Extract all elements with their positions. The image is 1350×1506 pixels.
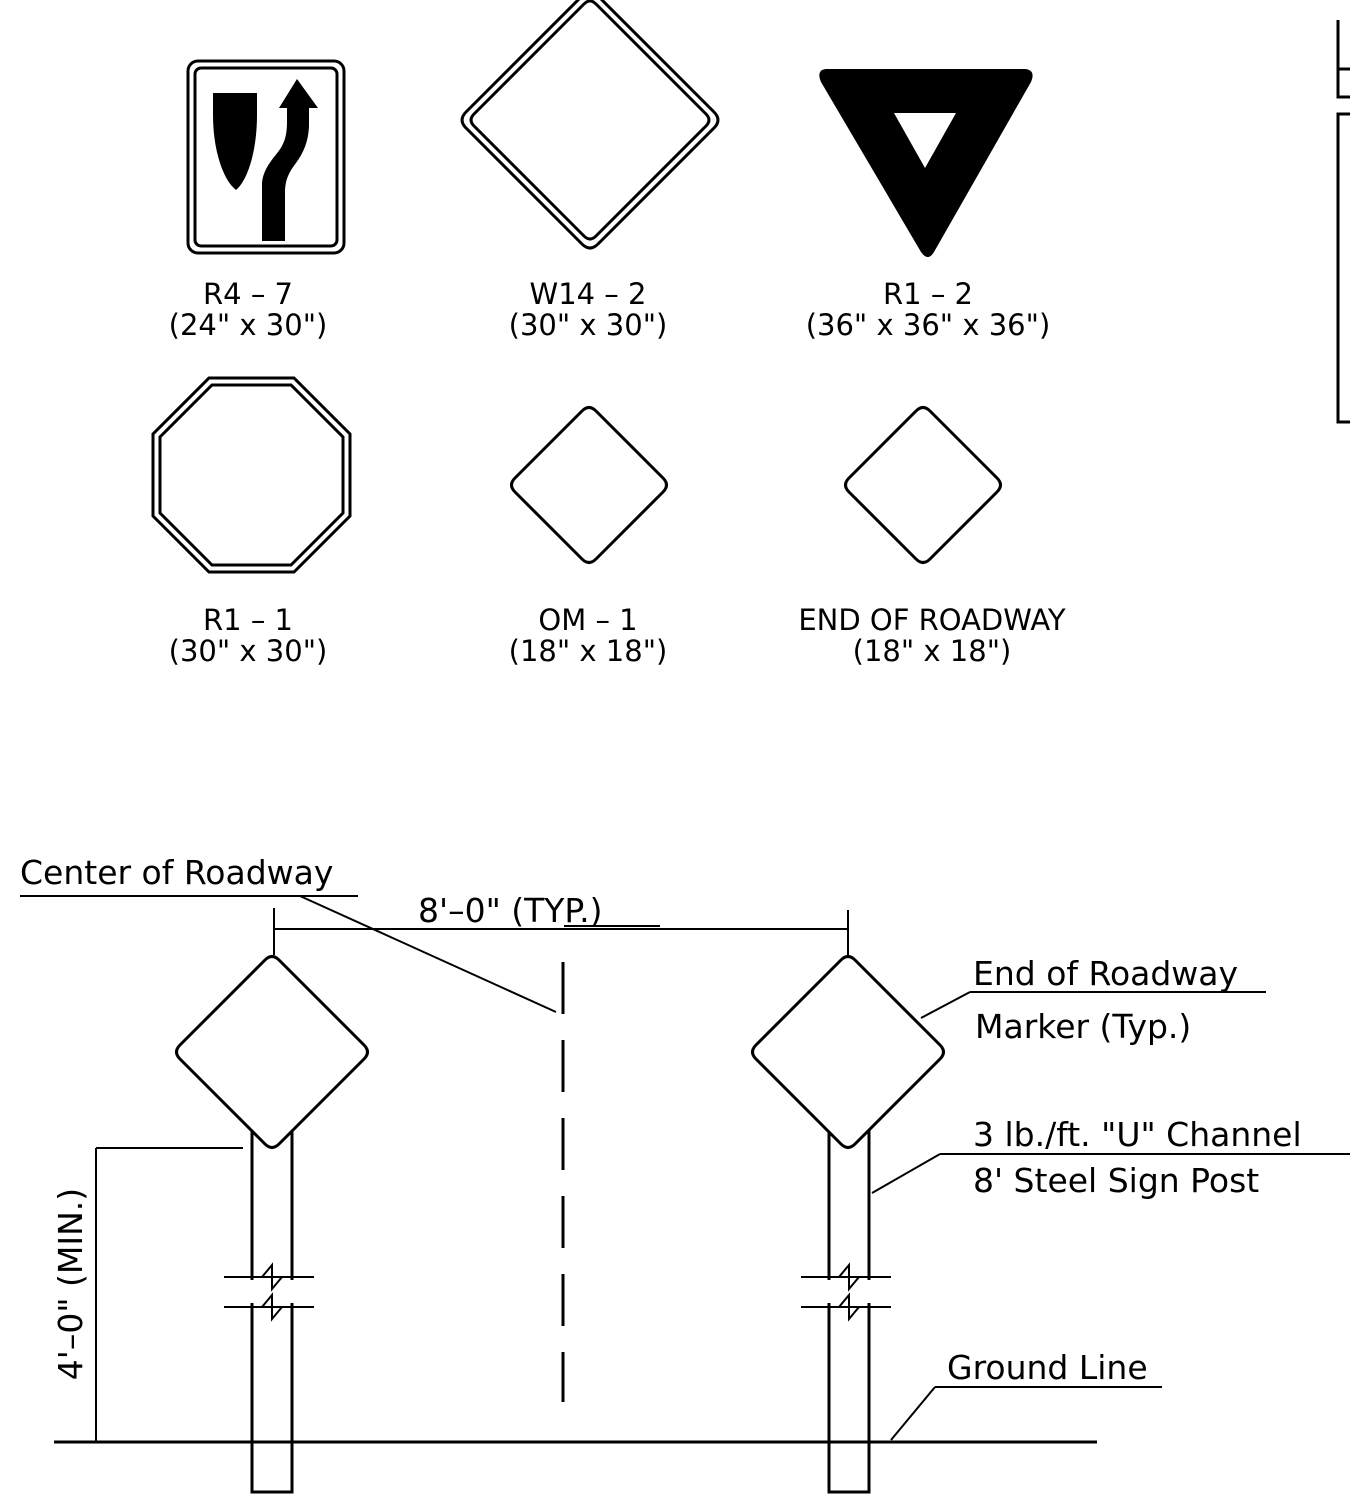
r4-7-size: (24" x 30") (169, 308, 328, 342)
om-1-size: (18" x 18") (509, 634, 668, 668)
post-note-leader (871, 1153, 941, 1194)
median-shield-icon (213, 93, 257, 190)
r4-7-code: R4 – 7 (203, 277, 293, 311)
left-end-of-roadway-marker (175, 955, 369, 1149)
ground-line-label: Ground Line (947, 1348, 1148, 1387)
marker-note-leader (920, 991, 971, 1019)
om-1-code: OM – 1 (538, 603, 637, 637)
r1-2-code: R1 – 2 (883, 277, 973, 311)
r4-7-keep-right-sign (186, 59, 346, 255)
marker-note-line2: Marker (Typ.) (975, 1007, 1191, 1046)
r1-1-size: (30" x 30") (169, 634, 328, 668)
end-of-roadway-size: (18" x 18") (853, 634, 1012, 668)
ground-line-leader (890, 1386, 936, 1441)
right-end-of-roadway-marker (751, 955, 945, 1149)
r1-2-size: (36" x 36" x 36") (806, 308, 1051, 342)
w14-2-size: (30" x 30") (509, 308, 668, 342)
om-1-object-marker (510, 406, 668, 564)
post-note-line2: 8' Steel Sign Post (973, 1161, 1259, 1200)
post-note-line1: 3 lb./ft. "U" Channel (973, 1115, 1302, 1154)
spacing-dimension-label: 8'–0" (TYP.) (418, 891, 603, 930)
r1-2-yield-sign (819, 69, 1033, 257)
height-dimension-label: 4'–0" (MIN.) (51, 1188, 90, 1380)
w14-2-diamond-sign (460, 0, 720, 250)
center-of-roadway-leader (299, 895, 557, 1013)
end-of-roadway-code: END OF ROADWAY (798, 603, 1066, 637)
yield-triangle-icon (894, 113, 956, 168)
elevation-view: Center of Roadway 8'–0" (TYP.) (20, 853, 1350, 1494)
arrow-up-icon (262, 79, 318, 241)
marker-note-line1: End of Roadway (973, 954, 1238, 993)
partial-frame (1336, 20, 1350, 424)
w14-2-code: W14 – 2 (530, 277, 647, 311)
r1-1-stop-sign (151, 376, 352, 574)
end-of-roadway-marker (844, 406, 1002, 564)
center-of-roadway-label: Center of Roadway (20, 853, 333, 892)
r1-1-code: R1 – 1 (203, 603, 293, 637)
